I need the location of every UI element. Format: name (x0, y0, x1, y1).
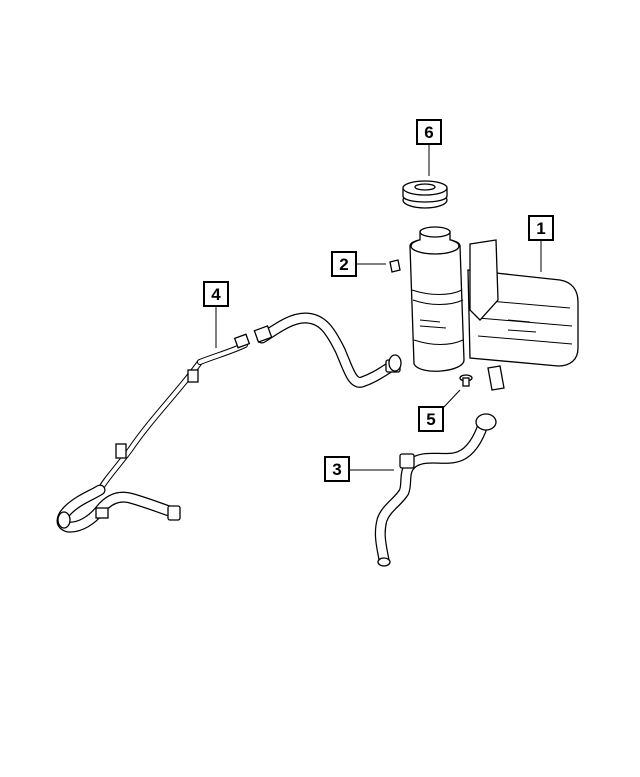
bolt-part-5 (459, 374, 473, 387)
hose-assembly-part-4 (56, 312, 402, 533)
callout-3-label: 3 (332, 460, 341, 479)
callout-1-label: 1 (536, 219, 545, 238)
callout-3: 3 (324, 456, 350, 482)
hose-part-3 (374, 413, 497, 567)
coolant-reservoir-part-1 (409, 226, 579, 391)
leader-line-5 (442, 389, 461, 409)
callout-1: 1 (528, 215, 554, 241)
callout-4-label: 4 (211, 285, 221, 304)
callout-2-label: 2 (339, 255, 348, 274)
callout-6-label: 6 (424, 123, 433, 142)
callout-2: 2 (331, 251, 357, 277)
reservoir-cap-part-6 (402, 180, 448, 209)
callout-5: 5 (418, 406, 444, 432)
callout-4: 4 (203, 281, 229, 307)
clip-part-2 (389, 259, 401, 273)
callout-6: 6 (416, 119, 442, 145)
callout-5-label: 5 (426, 410, 435, 429)
